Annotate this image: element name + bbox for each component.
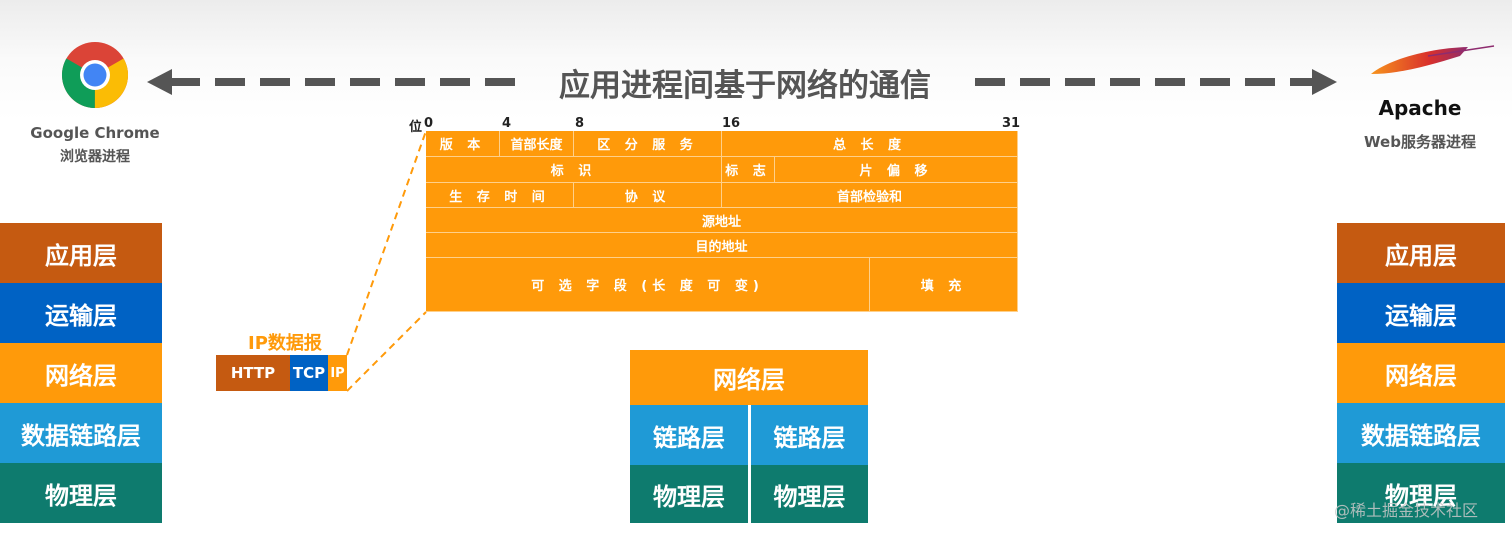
layer-physical: 物理层 xyxy=(1337,463,1505,523)
field-ttl: 生 存 时 间 xyxy=(426,183,574,208)
tick-16: 16 xyxy=(722,116,741,131)
datagram-http: HTTP xyxy=(216,355,290,391)
field-version: 版 本 xyxy=(426,131,500,157)
tick-0: 0 xyxy=(424,116,434,131)
layer-application: 应用层 xyxy=(0,223,162,283)
field-flags: 标 志 xyxy=(722,157,775,183)
layer-datalink: 数据链路层 xyxy=(1337,403,1505,463)
field-protocol: 协 议 xyxy=(574,183,722,208)
server-role: Web服务器进程 xyxy=(1364,133,1476,151)
chrome-logo-icon xyxy=(61,42,129,109)
router-physical-layer-right: 物理层 xyxy=(751,465,868,523)
router-physical-layer-left: 物理层 xyxy=(630,465,748,523)
layer-physical: 物理层 xyxy=(0,463,162,523)
field-header-length: 首部长度 xyxy=(500,131,574,157)
client-name: Google Chrome xyxy=(30,124,160,142)
layer-application: 应用层 xyxy=(1337,223,1505,283)
field-padding: 填 充 xyxy=(870,258,1018,312)
field-identification: 标 识 xyxy=(426,157,722,183)
tick-31: 31 xyxy=(1002,116,1021,131)
field-fragment-offset: 片 偏 移 xyxy=(775,157,1018,183)
layer-transport: 运输层 xyxy=(0,283,162,343)
field-source-address: 源地址 xyxy=(426,208,1018,233)
field-dscp: 区 分 服 务 xyxy=(574,131,722,157)
datagram-label: IP数据报 xyxy=(248,333,322,354)
client-role: 浏览器进程 xyxy=(60,149,130,165)
apache-feather-icon xyxy=(1371,45,1495,74)
router-network-layer: 网络层 xyxy=(630,350,868,405)
layer-transport: 运输层 xyxy=(1337,283,1505,343)
field-checksum: 首部检验和 xyxy=(722,183,1018,208)
page-title: 应用进程间基于网络的通信 xyxy=(559,68,931,104)
field-options: 可 选 字 段 (长 度 可 变) xyxy=(426,258,870,312)
bit-label: 位 xyxy=(409,120,423,135)
tick-4: 4 xyxy=(502,116,512,131)
layer-network: 网络层 xyxy=(0,343,162,403)
datagram-tcp: TCP xyxy=(290,355,328,391)
datagram-ip: IP xyxy=(328,355,347,391)
arrow-left-head xyxy=(147,69,172,95)
watermark: @稀土掘金技术社区 xyxy=(1334,501,1479,520)
router-link-layer-left: 链路层 xyxy=(630,405,748,465)
layer-datalink: 数据链路层 xyxy=(0,403,162,463)
field-total-length: 总 长 度 xyxy=(722,131,1018,157)
server-name: Apache xyxy=(1378,96,1462,120)
bidirectional-dashed-arrow xyxy=(147,69,1337,95)
field-destination-address: 目的地址 xyxy=(426,233,1018,258)
router-link-layer-right: 链路层 xyxy=(751,405,868,465)
layer-network: 网络层 xyxy=(1337,343,1505,403)
tick-8: 8 xyxy=(575,116,585,131)
arrow-right-head xyxy=(1312,69,1337,95)
